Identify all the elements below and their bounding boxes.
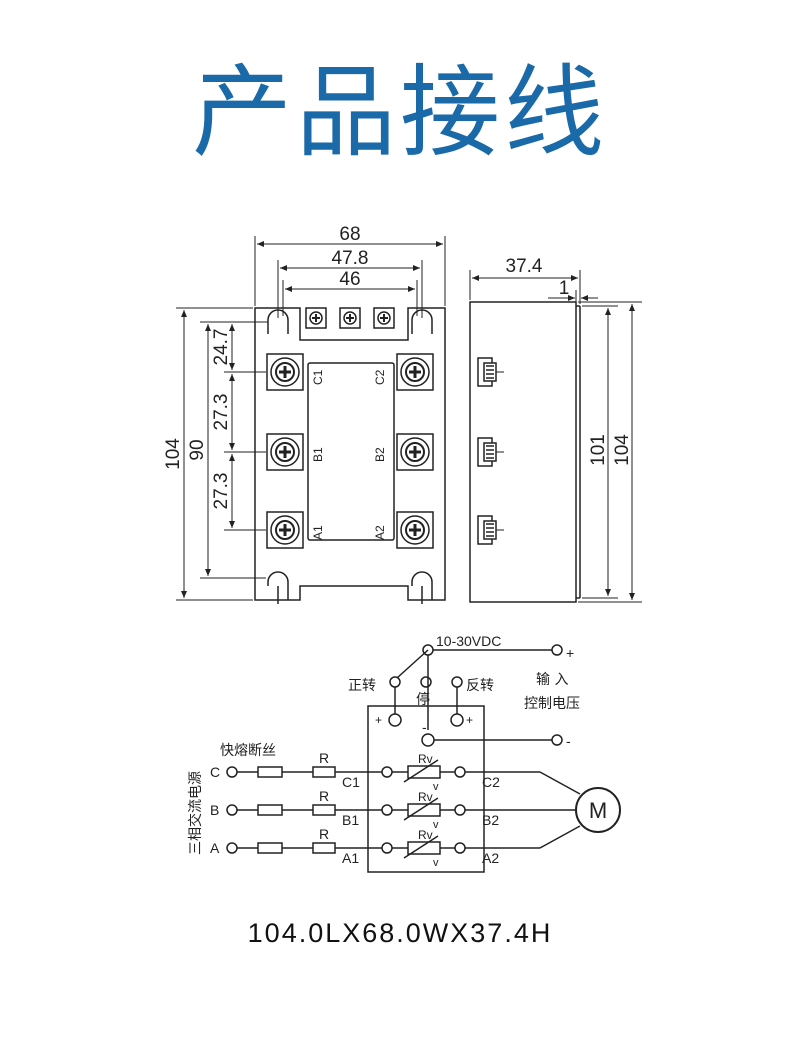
- dim-left-27-3b: 27.3: [211, 473, 232, 510]
- dim-left-27-3a: 27.3: [211, 394, 232, 431]
- side-view: [469, 301, 581, 603]
- resistor-c: R: [319, 750, 329, 766]
- resistor-b: R: [319, 788, 329, 804]
- dim-left-24-7: 24.7: [211, 329, 232, 366]
- top-dimensions: [254, 236, 446, 318]
- varistor-c: Rv: [418, 752, 433, 766]
- dim-right-104: 104: [612, 434, 633, 466]
- forward-label: 正转: [348, 678, 376, 694]
- wiring-diagram: [226, 644, 621, 873]
- out-b1: B1: [342, 812, 359, 828]
- supply-voltage: 10-30VDC: [436, 633, 501, 649]
- minus-right: -: [566, 733, 571, 749]
- terminal-c2: C2: [373, 369, 387, 385]
- dim-47-8: 47.8: [332, 248, 369, 269]
- front-view: [254, 307, 446, 604]
- phase-c: C: [210, 764, 220, 780]
- terminal-c1: C1: [311, 369, 325, 385]
- stop-label: 停: [416, 691, 430, 708]
- input-label-1: 输 入: [536, 672, 568, 688]
- varistor-a: Rv: [418, 828, 433, 842]
- left-dimensions: [176, 307, 268, 601]
- dim-left-104: 104: [163, 438, 184, 470]
- plus-left: +: [375, 713, 382, 727]
- out-c1: C1: [342, 774, 360, 790]
- plus-right: +: [466, 713, 473, 727]
- phase-b: B: [210, 802, 219, 818]
- dim-right-101: 101: [588, 434, 609, 466]
- minus-center: -: [422, 719, 427, 735]
- terminal-a2: A2: [373, 525, 387, 540]
- varistor-b: Rv: [418, 790, 433, 804]
- input-label-2: 控制电压: [524, 696, 580, 712]
- out-b2: B2: [482, 812, 499, 828]
- three-phase-label: 三相交流电源: [187, 771, 204, 855]
- dim-37-4: 37.4: [506, 256, 543, 277]
- dim-68: 68: [339, 224, 360, 245]
- varistor-v-c: v: [433, 781, 439, 793]
- plus-top: +: [566, 645, 574, 661]
- control-terminals: [305, 307, 395, 329]
- resistor-a: R: [319, 826, 329, 842]
- varistor-v-a: v: [433, 857, 439, 869]
- motor-label: M: [589, 798, 607, 823]
- out-c2: C2: [482, 774, 500, 790]
- varistor-v-b: v: [433, 819, 439, 831]
- phase-a: A: [210, 840, 220, 856]
- dim-1: 1: [559, 278, 570, 299]
- terminal-a1: A1: [311, 525, 325, 540]
- dim-46: 46: [339, 269, 360, 290]
- reverse-label: 反转: [466, 678, 494, 694]
- out-a2: A2: [482, 850, 499, 866]
- power-terminals: [265, 352, 435, 550]
- fuse-label: 快熔断丝: [220, 743, 276, 759]
- terminal-b1: B1: [311, 447, 325, 462]
- page-title: 产品接线: [192, 54, 608, 171]
- side-dimensions: [469, 270, 642, 603]
- terminal-b2: B2: [373, 447, 387, 462]
- dim-left-90: 90: [187, 439, 208, 460]
- side-terminals: [477, 357, 505, 545]
- out-a1: A1: [342, 850, 359, 866]
- dimensions-footer: 104.0LX68.0WX37.4H: [247, 918, 553, 948]
